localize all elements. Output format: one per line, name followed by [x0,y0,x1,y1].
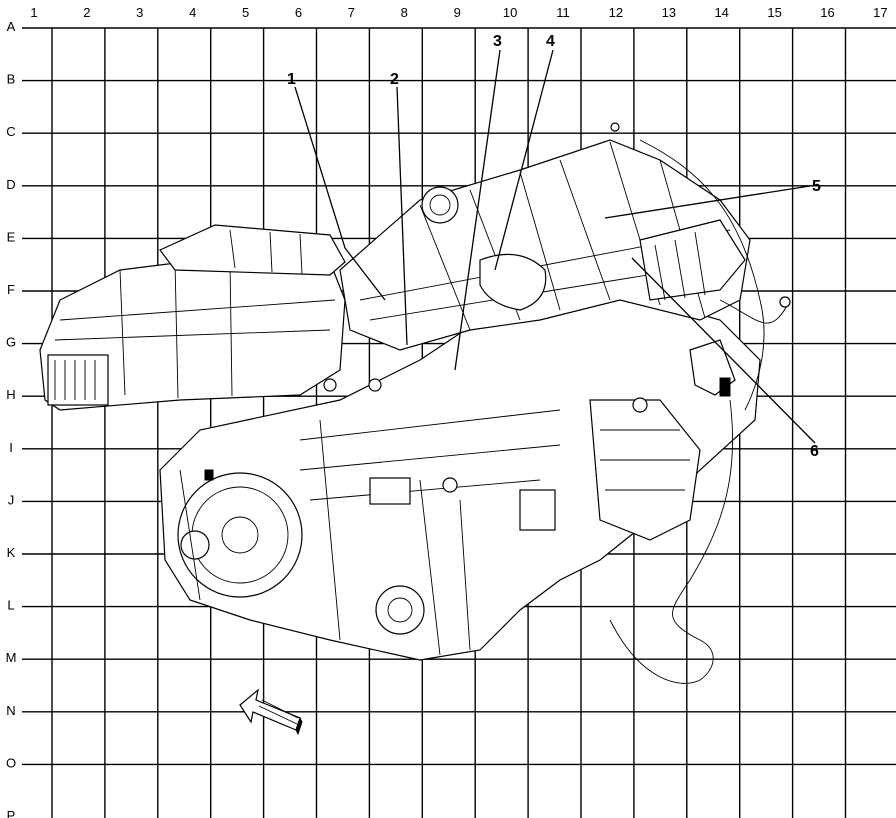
callout-6: 6 [810,443,819,460]
grid-column-label: 7 [348,5,355,20]
callout-2: 2 [390,71,399,88]
grid-column-label: 8 [401,5,408,20]
grid-row-label: C [6,124,15,139]
grid-column-label: 5 [242,5,249,20]
callout-1: 1 [287,71,296,88]
grid-column-label: 12 [609,5,623,20]
leader-2 [396,86,408,346]
grid-column-label: 13 [662,5,676,20]
grid-column-label: 17 [873,5,887,20]
grid-row-label: F [7,282,15,297]
grid-row-label: B [7,72,16,87]
grid-column-label: 9 [454,5,461,20]
grid-row-label: N [6,703,15,718]
grid-column-label: 16 [820,5,834,20]
callouts: 1 2 3 4 5 6 [287,33,821,460]
grid-row-label: L [7,598,14,613]
grid-column-label: 6 [295,5,302,20]
grid-row-label: P [7,808,16,818]
grid-column-label: 14 [714,5,728,20]
grid-column-label: 15 [767,5,781,20]
grid-row-labels: A B C D E F G H I J K L M N O P [6,19,17,818]
callout-leader-lines [294,49,816,444]
grid-row-label: K [7,545,16,560]
leader-5 [604,185,811,219]
grid-row-label: J [8,492,15,507]
grid-column-label: 10 [503,5,517,20]
leader-6 [631,257,816,444]
grid-row-label: H [6,387,15,402]
front-view-arrow-icon [239,688,303,736]
leader-1 [294,86,386,301]
callout-4: 4 [546,33,555,50]
engine-illustration [39,122,791,684]
grid-row-label: M [6,650,17,665]
callout-3: 3 [493,33,502,50]
grid-column-label: 11 [556,5,570,20]
callout-5: 5 [812,178,821,195]
grid-row-label: I [9,440,13,455]
grid-row-label: D [6,177,15,192]
grid-column-label: 2 [83,5,90,20]
grid-column-label: 4 [189,5,196,20]
grid-row-label: A [7,19,16,34]
leader-3 [454,49,501,371]
grid-column-label: 1 [30,5,37,20]
grid-row-label: E [7,229,16,244]
grid-row-label: O [6,755,16,770]
grid-column-label: 3 [136,5,143,20]
leader-4 [494,49,554,271]
grid-row-label: G [6,335,16,350]
